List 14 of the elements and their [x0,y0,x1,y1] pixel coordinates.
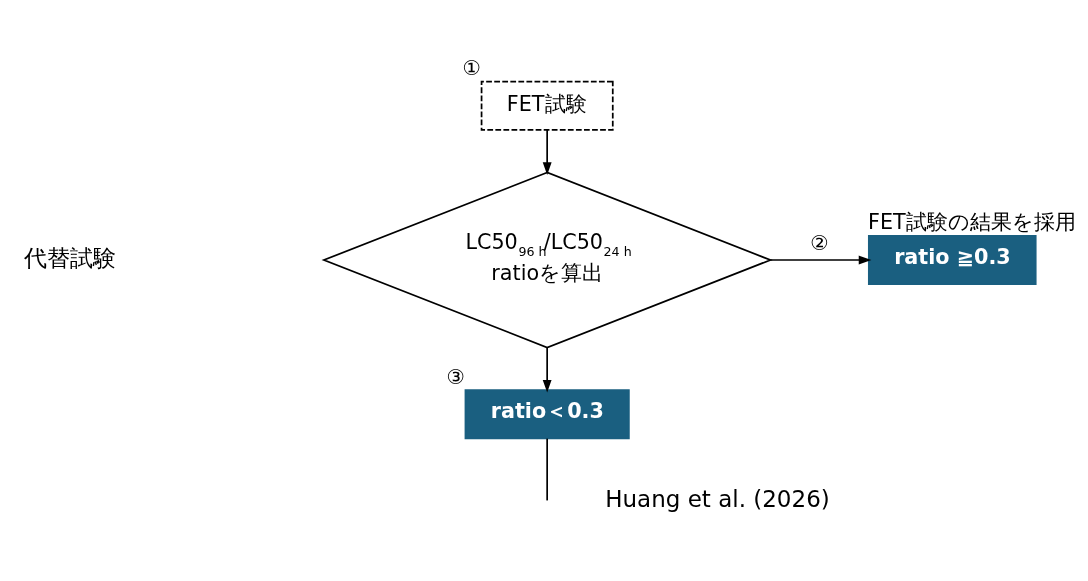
arrow [542,346,552,393]
connector [546,437,549,502]
label: 代替試験 [23,244,116,271]
node-box: ratio＜0.3 [464,389,630,440]
node-diamond: LC50$_{96 h}$/LC50$_{24 h}$ ratioを算出 [321,171,773,349]
arrow [542,129,552,175]
node-box: FET試験 [480,80,614,131]
node-label: FET試験の結果を採用 [868,210,1076,235]
edge-label: ② [810,231,829,256]
node-label: ① [462,56,482,81]
arrow [769,255,872,265]
node-box: ratio ≧0.3 [867,234,1037,286]
label: Huang et al. (2026) [605,486,830,513]
node-label: ③ [446,364,465,389]
